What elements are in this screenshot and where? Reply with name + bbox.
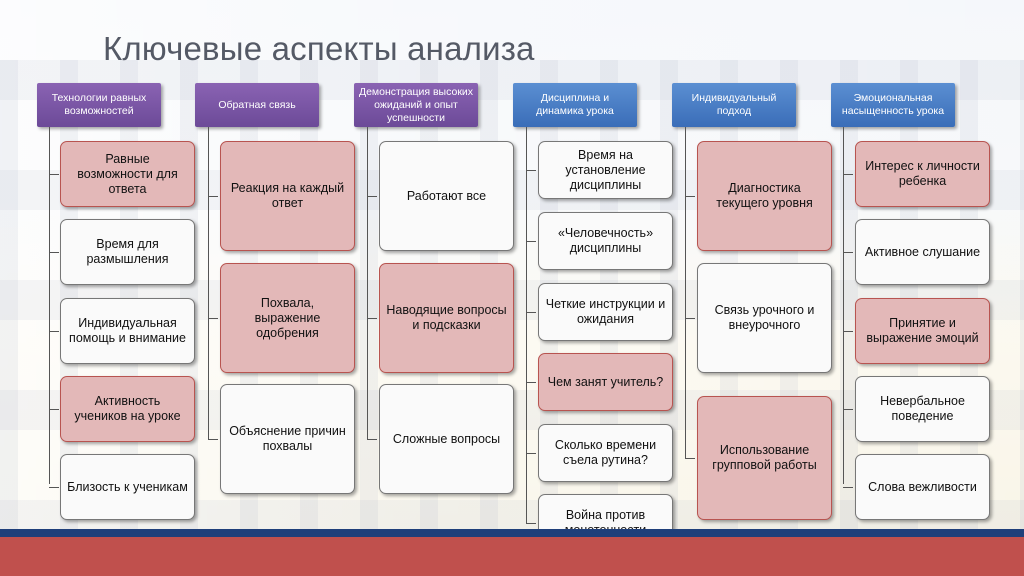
item-discipline-time: Время на установление дисциплины	[538, 141, 673, 199]
item-thinking-time: Время для размышления	[60, 219, 195, 285]
header-equal-opportunities: Технологии равных возможностей	[37, 83, 161, 127]
item-level-diagnostics: Диагностика текущего уровня	[697, 141, 832, 251]
connector-tick	[208, 318, 218, 319]
connector-tick	[843, 409, 853, 410]
connector-tick	[367, 439, 377, 440]
connector-tick	[49, 487, 59, 488]
connector-tick	[367, 196, 377, 197]
connector-tick	[526, 382, 536, 383]
item-leading-questions: Наводящие вопросы и подсказки	[379, 263, 514, 373]
item-child-interest: Интерес к личности ребенка	[855, 141, 990, 207]
connector-tick	[526, 241, 536, 242]
connector-tick	[685, 196, 695, 197]
header-high-expectations: Демонстрация высоких ожиданий и опыт усп…	[354, 83, 478, 127]
item-student-activity: Активность учеников на уроке	[60, 376, 195, 442]
connector-tick	[526, 453, 536, 454]
footer-bar-red	[0, 537, 1024, 576]
item-reaction-each-answer: Реакция на каждый ответ	[220, 141, 355, 251]
item-lesson-extracurricular: Связь урочного и внеурочного	[697, 263, 832, 373]
connector-tick	[367, 318, 377, 319]
connector-line	[526, 127, 527, 523]
connector-tick	[843, 487, 853, 488]
connector-line	[208, 127, 209, 439]
header-emotional-saturation: Эмоциональная насыщенность урока	[831, 83, 955, 127]
item-praise: Похвала, выражение одобрения	[220, 263, 355, 373]
connector-line	[367, 127, 368, 439]
item-nonverbal: Невербальное поведение	[855, 376, 990, 442]
connector-tick	[526, 312, 536, 313]
connector-tick	[208, 196, 218, 197]
connector-line	[685, 127, 686, 458]
header-feedback: Обратная связь	[195, 83, 319, 127]
connector-tick	[49, 409, 59, 410]
connector-tick	[526, 170, 536, 171]
item-closeness: Близость к ученикам	[60, 454, 195, 520]
item-humane-discipline: «Человечность» дисциплины	[538, 212, 673, 270]
connector-line	[49, 127, 50, 484]
connector-tick	[526, 523, 536, 524]
item-teacher-busy: Чем занят учитель?	[538, 353, 673, 411]
item-individual-help: Индивидуальная помощь и внимание	[60, 298, 195, 364]
item-equal-answer-chances: Равные возможности для ответа	[60, 141, 195, 207]
connector-tick	[49, 252, 59, 253]
slide-title: Ключевые аспекты анализа	[103, 30, 535, 67]
connector-tick	[843, 331, 853, 332]
header-discipline: Дисциплина и динамика урока	[513, 83, 637, 127]
item-hard-questions: Сложные вопросы	[379, 384, 514, 494]
connector-tick	[843, 174, 853, 175]
item-routine-time: Сколько времени съела рутина?	[538, 424, 673, 482]
item-everyone-works: Работают все	[379, 141, 514, 251]
connector-line	[843, 127, 844, 484]
connector-tick	[49, 331, 59, 332]
connector-tick	[208, 439, 218, 440]
item-clear-instructions: Четкие инструкции и ожидания	[538, 283, 673, 341]
item-active-listening: Активное слушание	[855, 219, 990, 285]
connector-tick	[685, 458, 695, 459]
connector-tick	[685, 318, 695, 319]
item-praise-reasons: Объяснение причин похвалы	[220, 384, 355, 494]
item-group-work: Использование групповой работы	[697, 396, 832, 520]
connector-tick	[49, 174, 59, 175]
item-polite-words: Слова вежливости	[855, 454, 990, 520]
footer-stripe-blue	[0, 529, 1024, 537]
item-emotions: Принятие и выражение эмоций	[855, 298, 990, 364]
header-individual-approach: Индивидуальный подход	[672, 83, 796, 127]
connector-tick	[843, 252, 853, 253]
